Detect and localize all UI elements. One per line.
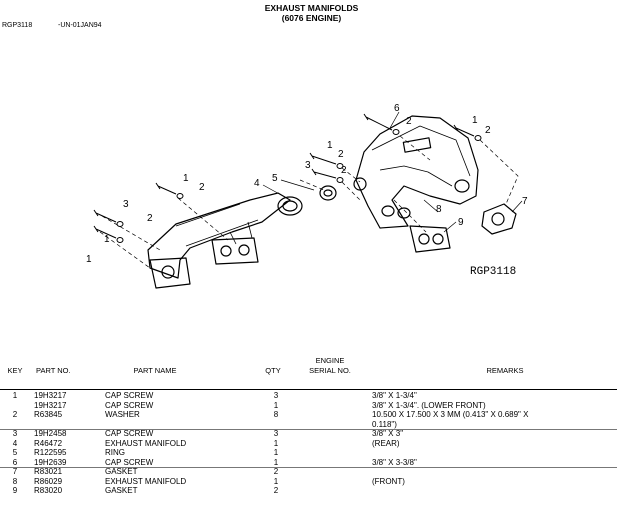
header-part-name: PART NAME <box>133 366 177 375</box>
table-cell-key: 1 <box>12 391 18 400</box>
callout-3: 3 <box>123 199 129 210</box>
table-cell-part-name: WASHER <box>105 410 140 419</box>
cap-screws <box>93 113 482 243</box>
callout-2b: 2 <box>147 213 153 224</box>
header-serial-line2: SERIAL NO. <box>309 366 351 375</box>
table-cell-remarks: 3/8" X 3-3/8" <box>372 457 417 467</box>
figure-date: -UN-01JAN94 <box>58 22 102 29</box>
callout-1a: 1 <box>183 173 189 184</box>
table-cell-part-name: CAP SCREW <box>105 457 154 467</box>
figure-id: RGP3118 <box>2 22 33 29</box>
table-cell-part-no: 19H3217 <box>34 391 67 400</box>
table-cell-key: 8 <box>12 476 18 486</box>
table-cell-part-name: EXHAUST MANIFOLD <box>105 438 187 448</box>
table-cell-part-no: R122595 <box>34 448 67 457</box>
table-cell-qty: 3 <box>273 429 279 438</box>
callout-2f: 2 <box>485 125 491 136</box>
callout-7: 7 <box>522 196 528 207</box>
callout-6: 6 <box>394 103 400 114</box>
table-cell-remarks: 0.118") <box>372 419 397 429</box>
alignment-lines <box>99 135 519 269</box>
table-cell-remarks: 3/8" X 1-3/4" <box>372 391 417 400</box>
table-cell-remarks: (FRONT) <box>372 476 405 486</box>
table-cell-qty: 1 <box>273 438 279 448</box>
table-cell-qty: 2 <box>273 467 279 476</box>
header-remarks: REMARKS <box>486 366 524 375</box>
table-cell-qty: 1 <box>273 400 279 410</box>
row-divider <box>0 428 617 430</box>
callout-1b: 1 <box>104 234 110 245</box>
callout-2a: 2 <box>199 182 205 193</box>
page-title: EXHAUST MANIFOLDS <box>264 3 359 13</box>
table-cell-part-no: 19H3217 <box>34 400 67 410</box>
table-cell-qty: 1 <box>273 476 279 486</box>
table-cell-part-no: R83021 <box>34 467 63 476</box>
exploded-parts-diagram: 1 2 3 1 2 4 5 1 2 3 2 6 2 1 2 7 8 9 1 RG… <box>86 103 528 289</box>
table-cell-remarks: 10.500 X 17.500 X 3 MM (0.413" X 0.689" … <box>372 410 529 419</box>
table-cell-part-name: CAP SCREW <box>105 391 154 400</box>
table-cell-remarks: 3/8" X 3" <box>372 429 404 438</box>
table-cell-key: 7 <box>12 467 18 476</box>
table-cell-part-no: 19H2639 <box>34 457 67 467</box>
rear-exhaust-manifold <box>147 192 303 289</box>
table-cell-remarks: 3/8" X 1-3/4". (LOWER FRONT) <box>372 400 486 410</box>
table-cell-part-no: 19H2458 <box>34 429 67 438</box>
gasket-9 <box>409 225 451 253</box>
header-qty: QTY <box>265 366 281 375</box>
header-rule <box>0 389 617 390</box>
front-exhaust-manifold <box>353 115 479 229</box>
header-key: KEY <box>7 366 23 375</box>
table-cell-remarks: (REAR) <box>372 438 400 448</box>
callout-1d: 1 <box>472 115 478 126</box>
page-subtitle: (6076 ENGINE) <box>281 13 342 23</box>
table-cell-part-no: R63845 <box>34 410 63 419</box>
gasket-7 <box>481 203 517 235</box>
table-cell-qty: 2 <box>273 486 279 495</box>
table-cell-key: 3 <box>12 429 18 438</box>
callout-1e: 1 <box>86 254 92 265</box>
callout-1c: 1 <box>327 140 333 151</box>
callout-3b: 3 <box>305 160 311 171</box>
table-cell-qty: 8 <box>273 410 279 419</box>
header-part-no: PART NO. <box>36 366 71 375</box>
table-cell-part-name: CAP SCREW <box>105 429 154 438</box>
callout-9: 9 <box>458 217 464 228</box>
row-divider <box>0 466 617 468</box>
table-cell-part-name: GASKET <box>105 467 138 476</box>
table-cell-part-name: GASKET <box>105 486 138 495</box>
header-serial-line1: ENGINE <box>315 356 345 365</box>
ring <box>319 185 337 201</box>
callout-2d: 2 <box>341 165 347 176</box>
callout-2e: 2 <box>406 116 412 127</box>
table-cell-qty: 3 <box>273 391 279 400</box>
callout-2c: 2 <box>338 149 344 160</box>
table-cell-part-name: EXHAUST MANIFOLD <box>105 476 187 486</box>
table-cell-part-name: RING <box>105 448 125 457</box>
table-cell-key: 5 <box>12 448 18 457</box>
table-cell-key: 2 <box>12 410 18 419</box>
table-cell-key: 9 <box>12 486 18 495</box>
table-cell-part-name: CAP SCREW <box>105 400 154 410</box>
diagram-stamp: RGP3118 <box>470 266 516 278</box>
table-cell-key: 6 <box>12 457 18 467</box>
callout-4: 4 <box>254 178 260 189</box>
table-cell-qty: 1 <box>273 457 279 467</box>
table-cell-part-no: R83020 <box>34 486 63 495</box>
callout-8: 8 <box>436 204 442 215</box>
callout-5: 5 <box>272 173 278 184</box>
table-cell-part-no: R86029 <box>34 476 63 486</box>
table-cell-qty: 1 <box>273 448 279 457</box>
table-cell-key: 4 <box>12 438 18 448</box>
table-cell-part-no: R46472 <box>34 438 63 448</box>
